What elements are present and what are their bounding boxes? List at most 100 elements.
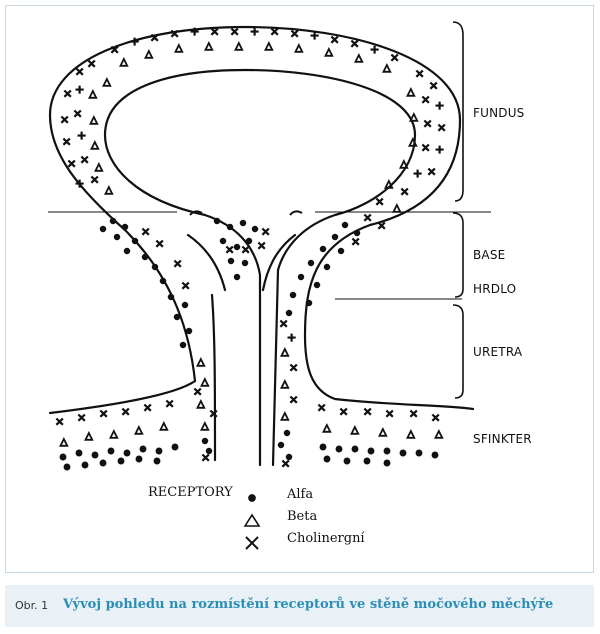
- svg-text:△: △: [103, 77, 111, 88]
- svg-text:×: ×: [281, 457, 290, 470]
- svg-text:×: ×: [201, 451, 210, 464]
- svg-text:△: △: [120, 57, 128, 68]
- svg-text:△: △: [105, 185, 113, 196]
- svg-text:△: △: [355, 53, 363, 64]
- svg-text:×: ×: [99, 407, 108, 420]
- sfinkter-markers: × × × × × × △ △ △ △ △ × × × × × × △ △ △ △ △: [54, 396, 444, 471]
- svg-text:△: △: [110, 429, 118, 440]
- svg-text:△: △: [323, 423, 331, 434]
- svg-text:△: △: [95, 162, 103, 173]
- svg-text:×: ×: [350, 37, 359, 50]
- svg-text:×: ×: [143, 401, 152, 414]
- figure-frame: [5, 5, 594, 573]
- svg-text:△: △: [235, 41, 243, 52]
- svg-text:+: +: [310, 29, 319, 42]
- base-markers: ×× ×× ×× × ×× ××: [99, 210, 387, 349]
- svg-text:×: ×: [423, 117, 432, 130]
- svg-text:×: ×: [209, 407, 218, 420]
- label-sfinkter: SFINKTER: [473, 432, 532, 446]
- svg-text:×: ×: [289, 393, 298, 406]
- label-base: BASE: [473, 248, 506, 262]
- svg-text:△: △: [160, 421, 168, 432]
- label-fundus: FUNDUS: [473, 106, 525, 120]
- svg-text:△: △: [385, 179, 393, 190]
- svg-text:+: +: [435, 143, 444, 156]
- svg-text:+: +: [75, 177, 84, 190]
- legend-dot-icon: [248, 494, 256, 502]
- svg-text:×: ×: [63, 87, 72, 100]
- svg-text:×: ×: [385, 407, 394, 420]
- svg-text:×: ×: [210, 25, 219, 38]
- svg-text:△: △: [197, 399, 205, 410]
- svg-text:×: ×: [289, 361, 298, 374]
- svg-text:×: ×: [55, 415, 64, 428]
- svg-text:×: ×: [415, 67, 424, 80]
- svg-text:×: ×: [429, 79, 438, 92]
- svg-text:×: ×: [409, 407, 418, 420]
- svg-text:×: ×: [110, 43, 119, 56]
- label-uretra: URETRA: [473, 345, 523, 359]
- svg-text:×: ×: [90, 173, 99, 186]
- svg-text:×: ×: [241, 243, 250, 256]
- svg-text:+: +: [250, 25, 259, 38]
- svg-text:△: △: [281, 379, 289, 390]
- fundus-right-markers: ×× +× ×× +× ×+ △△ △△ △× ×△: [374, 66, 447, 214]
- legend-item-alfa: Alfa: [287, 487, 314, 502]
- svg-text:△: △: [393, 203, 401, 214]
- svg-text:△: △: [85, 431, 93, 442]
- caption-number: Obr. 1: [15, 599, 49, 612]
- svg-text:+: +: [287, 331, 296, 344]
- bracket-fundus: [452, 21, 464, 202]
- svg-text:×: ×: [390, 51, 399, 64]
- legend-cross-icon: [245, 536, 259, 550]
- svg-text:×: ×: [165, 397, 174, 410]
- svg-text:×: ×: [77, 411, 86, 424]
- svg-text:×: ×: [62, 135, 71, 148]
- svg-text:×: ×: [150, 31, 159, 44]
- svg-text:△: △: [60, 437, 68, 448]
- svg-text:△: △: [351, 425, 359, 436]
- caption-bar: Obr. 1 Vývoj pohledu na rozmístění recep…: [5, 585, 594, 627]
- svg-text:+: +: [75, 83, 84, 96]
- svg-text:×: ×: [421, 141, 430, 154]
- uretra-markers: △△ △△ ×× × ×+ △× △× △ ×: [192, 316, 299, 470]
- svg-text:×: ×: [427, 165, 436, 178]
- bracket-uretra: [452, 304, 464, 399]
- svg-text:×: ×: [181, 279, 190, 292]
- svg-text:△: △: [325, 47, 333, 58]
- svg-text:×: ×: [155, 237, 164, 250]
- svg-text:×: ×: [170, 27, 179, 40]
- svg-text:△: △: [435, 429, 443, 440]
- svg-text:+: +: [370, 43, 379, 56]
- svg-text:×: ×: [75, 65, 84, 78]
- legend-item-cholinergni: Cholinergní: [287, 531, 365, 546]
- svg-text:△: △: [407, 87, 415, 98]
- svg-text:△: △: [281, 411, 289, 422]
- svg-text:×: ×: [257, 239, 266, 252]
- svg-text:△: △: [205, 41, 213, 52]
- svg-text:△: △: [295, 43, 303, 54]
- svg-text:×: ×: [270, 25, 279, 38]
- svg-text:△: △: [201, 421, 209, 432]
- legend-title: RECEPTORY: [148, 485, 233, 500]
- svg-text:+: +: [77, 129, 86, 142]
- svg-text:×: ×: [60, 113, 69, 126]
- svg-text:×: ×: [290, 27, 299, 40]
- bracket-base: [452, 212, 464, 298]
- svg-text:△: △: [90, 115, 98, 126]
- legend-item-beta: Beta: [287, 509, 318, 524]
- svg-text:+: +: [413, 167, 422, 180]
- svg-text:×: ×: [121, 405, 130, 418]
- svg-text:×: ×: [431, 411, 440, 424]
- svg-text:×: ×: [173, 257, 182, 270]
- svg-text:×: ×: [421, 93, 430, 106]
- svg-text:×: ×: [230, 25, 239, 38]
- svg-text:△: △: [409, 137, 417, 148]
- svg-text:△: △: [383, 63, 391, 74]
- svg-text:×: ×: [437, 121, 446, 134]
- receptor-markers: ×× ×+ ×× ×+ ×× +× △△ △△ △△ ×+ ×× +× ×+ ×…: [54, 24, 447, 550]
- svg-text:△: △: [145, 49, 153, 60]
- svg-text:×: ×: [141, 225, 150, 238]
- region-brackets: [452, 21, 464, 399]
- svg-text:+: +: [435, 99, 444, 112]
